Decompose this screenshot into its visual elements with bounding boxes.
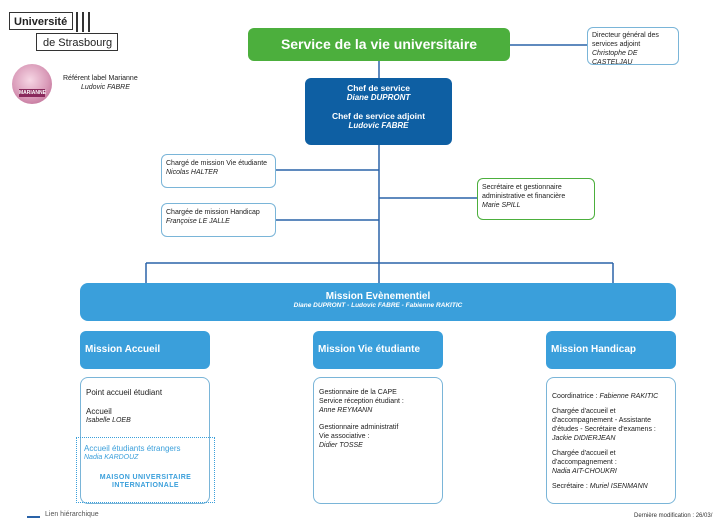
coordinatrice-name: Fabienne RAKITIC bbox=[599, 393, 659, 400]
mission-vie-etudiante-header: Mission Vie étudiante bbox=[313, 331, 443, 369]
accueil-name: Isabelle LOEB bbox=[86, 417, 131, 424]
charge-accueil1-line2: d'accompagnement - Assistante bbox=[552, 417, 652, 424]
chef-de-service-box: Chef de service Diane DUPRONT Chef de se… bbox=[305, 78, 452, 145]
gestionnaire-admin-name: Didier TOSSE bbox=[319, 442, 363, 449]
legend-label: Lien hiérarchique bbox=[45, 511, 99, 518]
secretaire-handicap-label: Secrétaire : bbox=[552, 483, 588, 490]
mission-handicap-content: Coordinatrice : Fabienne RAKITIC Chargée… bbox=[546, 377, 676, 504]
charge-handicap-box: Chargée de mission Handicap Françoise LE… bbox=[161, 203, 276, 237]
mission-accueil-title: Mission Accueil bbox=[85, 344, 161, 355]
university-logo-line2: de Strasbourg bbox=[43, 37, 113, 49]
secretaire-box: Secrétaire et gestionnaire administrativ… bbox=[477, 178, 595, 220]
mission-evenementiel-box: Mission Evènementiel Diane DUPRONT - Lud… bbox=[80, 283, 676, 321]
service-title-box: Service de la vie universitaire bbox=[248, 28, 510, 61]
last-modified: Dernière modification : 26/03/ bbox=[634, 513, 713, 519]
coordinatrice-label: Coordinatrice : bbox=[552, 393, 598, 400]
university-logo-bottom: de Strasbourg bbox=[36, 33, 118, 51]
chef-adjoint-title: Chef de service adjoint bbox=[331, 111, 426, 121]
chef-title: Chef de service bbox=[347, 83, 410, 93]
charge-accueil1-name: Jackie DIDIERJEAN bbox=[552, 435, 616, 442]
gestionnaire-admin-line1: Gestionnaire administratif bbox=[319, 424, 399, 431]
chef-adjoint-name: Ludovic FABRE bbox=[348, 121, 409, 130]
directeur-title: Directeur général des services adjoint bbox=[592, 32, 659, 48]
chef-name: Diane DUPRONT bbox=[346, 93, 411, 102]
charge-accueil2-line1: Chargée d'accueil et bbox=[552, 450, 616, 457]
directeur-name: Christophe DE CASTELJAU bbox=[592, 50, 638, 66]
charge-title: Chargée de mission Handicap bbox=[166, 209, 260, 216]
university-logo-line1: Université bbox=[14, 16, 68, 28]
accueil-label: Accueil bbox=[86, 407, 112, 416]
logo-bar bbox=[76, 12, 78, 32]
directeur-box: Directeur général des services adjoint C… bbox=[587, 27, 679, 66]
gestionnaire-cape-line1: Gestionnaire de la CAPE bbox=[319, 389, 397, 396]
legend-line-icon bbox=[27, 516, 40, 518]
mission-vie-etudiante-title: Mission Vie étudiante bbox=[318, 344, 421, 355]
charge-name: Nicolas HALTER bbox=[166, 169, 218, 176]
marianne-badge-text: MARIANNE bbox=[19, 89, 46, 97]
charge-title: Chargé de mission Vie étudiante bbox=[166, 160, 268, 167]
etrangers-name: Nadia KARDOUZ bbox=[84, 454, 139, 461]
etrangers-label: Accueil étudiants étrangers bbox=[84, 444, 181, 453]
logo-bar bbox=[82, 12, 84, 32]
secretaire-title: Secrétaire et gestionnaire administrativ… bbox=[482, 184, 566, 200]
gestionnaire-cape-line2: Service réception étudiant : bbox=[319, 398, 404, 405]
maison-line2: INTERNATIONALE bbox=[112, 482, 179, 489]
university-logo-top: Université bbox=[9, 12, 73, 30]
mission-accueil-header: Mission Accueil bbox=[80, 331, 210, 369]
gestionnaire-cape-name: Anne REYMANN bbox=[319, 407, 373, 414]
mission-handicap-title: Mission Handicap bbox=[551, 344, 637, 355]
secretaire-name: Marie SPILL bbox=[482, 202, 521, 209]
mission-vie-etudiante-content: Gestionnaire de la CAPE Service réceptio… bbox=[313, 377, 443, 504]
charge-accueil2-line2: d'accompagnement : bbox=[552, 459, 617, 466]
charge-accueil2-name: Nadia AIT-CHOUKRI bbox=[552, 468, 617, 475]
mission-evenementiel-title: Mission Evènementiel bbox=[325, 291, 431, 302]
logo-bar bbox=[88, 12, 90, 32]
mission-accueil-content: Point accueil étudiant Accueil Isabelle … bbox=[80, 377, 210, 504]
maison-line1: MAISON UNIVERSITAIRE bbox=[99, 474, 192, 481]
mission-evenementiel-names: Diane DUPRONT - Ludovic FABRE - Fabienne… bbox=[293, 302, 463, 309]
mission-handicap-header: Mission Handicap bbox=[546, 331, 676, 369]
maison-universitaire-box: Accueil étudiants étrangers Nadia KARDOU… bbox=[76, 437, 215, 503]
marianne-referent: Référent label Marianne Ludovic FABRE bbox=[63, 74, 173, 92]
charge-accueil1-line1: Chargée d'accueil et bbox=[552, 408, 616, 415]
charge-name: Françoise LE JALLE bbox=[166, 218, 230, 225]
service-title: Service de la vie universitaire bbox=[280, 36, 478, 52]
charge-accueil1-line3: d'études - Secrétaire d'examens : bbox=[552, 426, 656, 433]
marianne-name: Ludovic FABRE bbox=[81, 84, 130, 91]
secretaire-handicap-name: Muriel ISENMANN bbox=[589, 483, 648, 490]
gestionnaire-admin-line2: Vie associative : bbox=[319, 433, 370, 440]
point-accueil-label: Point accueil étudiant bbox=[86, 388, 163, 397]
marianne-badge-icon: MARIANNE bbox=[12, 64, 52, 104]
charge-vie-etudiante-box: Chargé de mission Vie étudiante Nicolas … bbox=[161, 154, 276, 188]
marianne-title: Référent label Marianne bbox=[63, 75, 138, 82]
